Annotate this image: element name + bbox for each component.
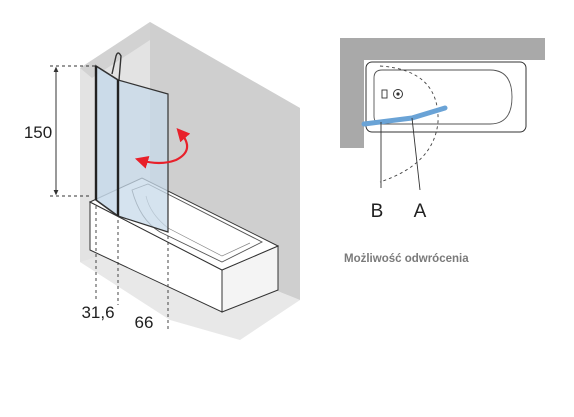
top-bracket xyxy=(111,52,122,81)
plan-view: B A Możliwość odwrócenia xyxy=(340,38,545,265)
position-a-label: A xyxy=(414,201,427,222)
plan-wall xyxy=(340,38,545,148)
leader-a xyxy=(411,117,421,191)
plan-drain-center xyxy=(396,92,400,96)
rotation-arrow xyxy=(134,128,191,169)
position-b-label: B xyxy=(371,201,384,222)
reversible-caption: Możliwość odwrócenia xyxy=(344,253,469,265)
plan-tap xyxy=(381,89,388,99)
total-width-label: 66 xyxy=(135,313,154,332)
height-label: 150 xyxy=(24,123,52,142)
wall-top-edge xyxy=(80,22,150,78)
plan-bathtub-basin xyxy=(373,69,513,125)
plan-swing-arc xyxy=(379,65,439,183)
bath-screen-3d-view: 150 31,6 66 xyxy=(24,22,300,340)
fixed-glass-panel xyxy=(95,64,119,218)
swing-glass-panel xyxy=(117,79,169,233)
fixed-panel-width-label: 31,6 xyxy=(81,303,114,322)
